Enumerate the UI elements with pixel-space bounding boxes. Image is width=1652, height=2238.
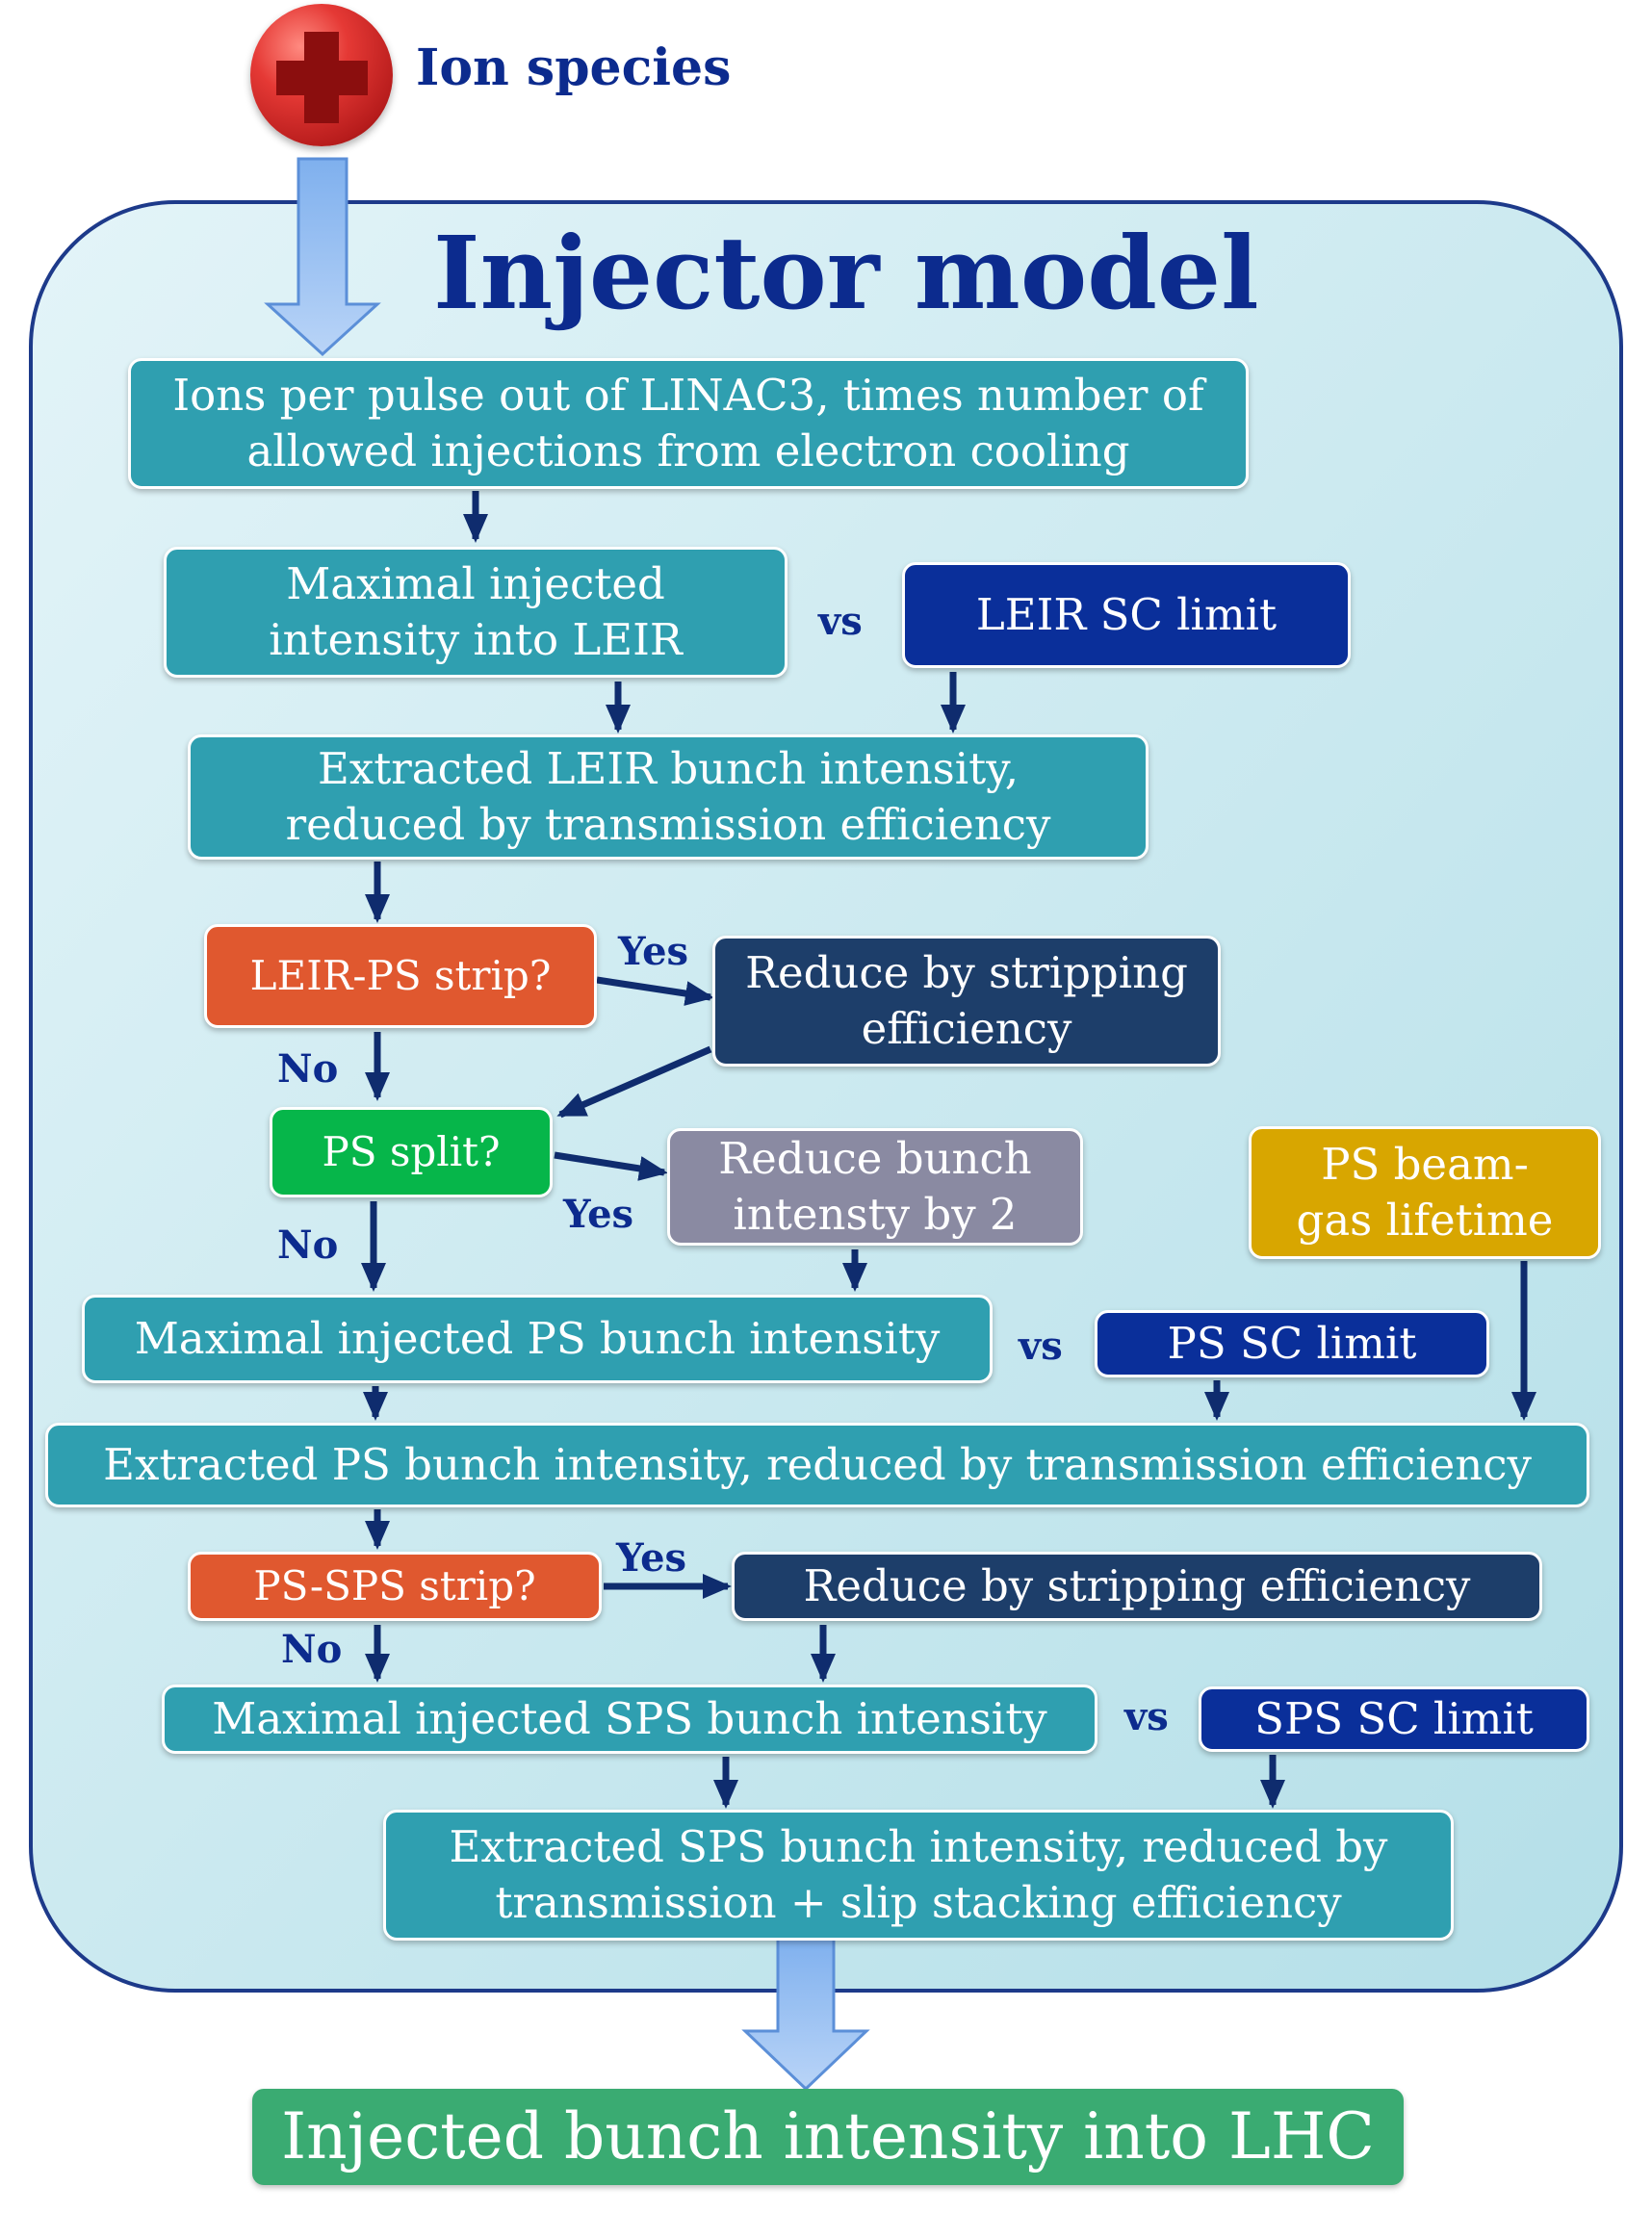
ps-sc-limit-box: PS SC limit: [1095, 1310, 1489, 1377]
yes-label-ps-split: Yes: [563, 1192, 634, 1237]
reduce-bunch-box: Reduce bunch intensty by 2: [667, 1128, 1083, 1246]
ps-split-decision: PS split?: [270, 1107, 553, 1197]
arrow-split-yes: [554, 1151, 668, 1181]
leir-ps-strip-decision: LEIR-PS strip?: [204, 924, 597, 1028]
arrow-strip-yes: [596, 976, 714, 1006]
leir-sc-limit-box: LEIR SC limit: [902, 562, 1351, 668]
yes-label-leir-strip: Yes: [618, 929, 689, 974]
input-arrow: [264, 157, 381, 357]
linac-output-box: Ions per pulse out of LINAC3, times numb…: [128, 358, 1249, 489]
ps-injected-box: Maximal injected PS bunch intensity: [82, 1295, 993, 1383]
vs-label-sps: vs: [1124, 1694, 1169, 1739]
leir-extracted-box: Extracted LEIR bunch intensity, reduced …: [188, 734, 1149, 860]
sps-injected-box: Maximal injected SPS bunch intensity: [162, 1685, 1097, 1754]
no-label-leir-strip: No: [277, 1046, 339, 1092]
output-arrow: [741, 1935, 870, 2092]
ps-beam-gas-box: PS beam-gas lifetime: [1249, 1126, 1601, 1259]
page-title: Injector model: [433, 214, 1259, 332]
ps-sps-strip-decision: PS-SPS strip?: [188, 1552, 602, 1621]
sps-sc-limit-box: SPS SC limit: [1199, 1686, 1589, 1752]
ps-extracted-box: Extracted PS bunch intensity, reduced by…: [45, 1423, 1589, 1507]
arrow-reduce-to-split: [556, 1045, 712, 1119]
ion-species-badge: [250, 4, 393, 146]
no-label-ps-sps-strip: No: [281, 1627, 343, 1672]
no-label-ps-split: No: [277, 1222, 339, 1268]
sps-extracted-box: Extracted SPS bunch intensity, reduced b…: [383, 1810, 1454, 1941]
ion-species-label: Ion species: [416, 39, 732, 97]
reduce-stripping-box-2: Reduce by stripping efficiency: [732, 1552, 1542, 1621]
reduce-stripping-box-1: Reduce by stripping efficiency: [712, 936, 1221, 1067]
lhc-injected-output: Injected bunch intensity into LHC: [252, 2089, 1404, 2185]
yes-label-ps-sps-strip: Yes: [616, 1535, 687, 1581]
vs-label-ps: vs: [1019, 1324, 1063, 1369]
connector-group: [361, 491, 1536, 1809]
leir-injected-box: Maximal injected intensity into LEIR: [164, 547, 787, 678]
vs-label-leir: vs: [818, 599, 863, 644]
